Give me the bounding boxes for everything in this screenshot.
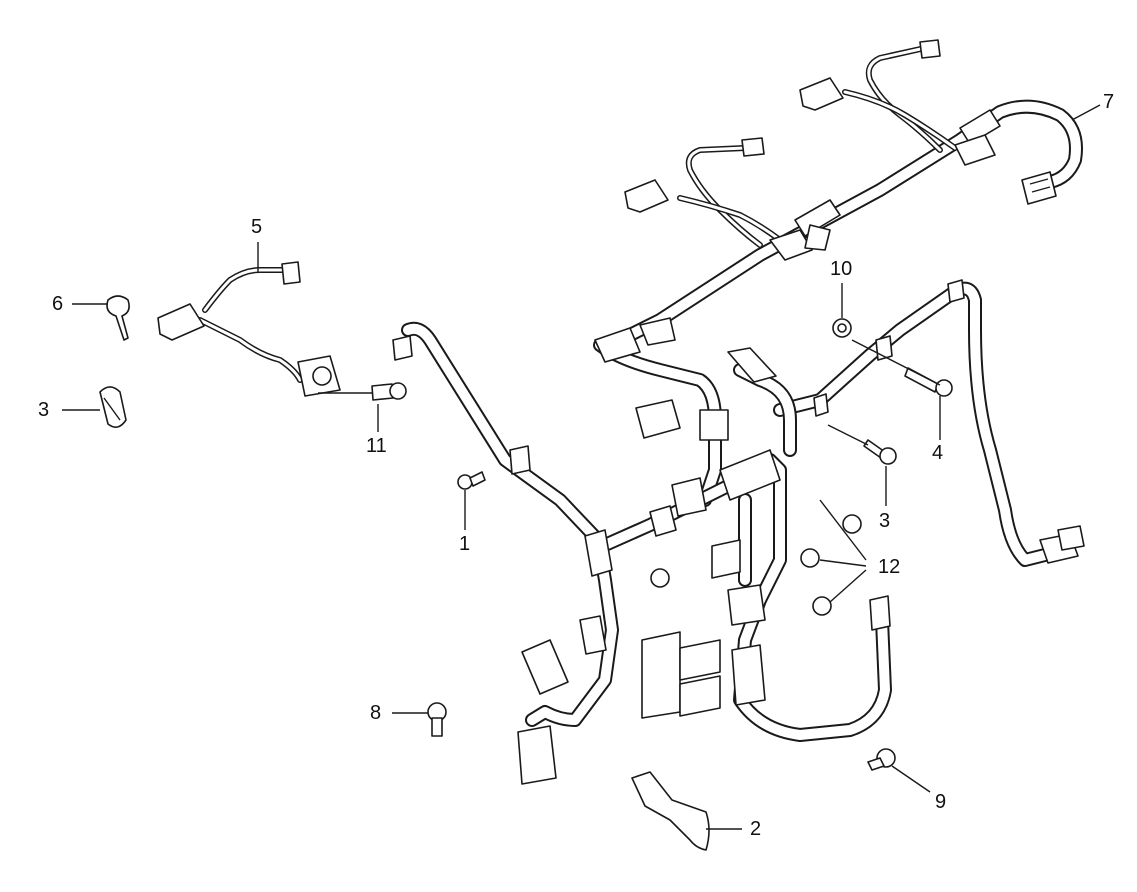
callout-3-right: 3: [879, 510, 891, 532]
hardware-parts: [99, 295, 953, 851]
callout-4: 4: [932, 442, 944, 464]
callout-7: 7: [1103, 91, 1115, 113]
part-6-tie-strap: [106, 295, 130, 341]
part-5-sub-harness: [157, 261, 341, 397]
callout-1: 1: [459, 533, 471, 555]
part-12-nut-b: [800, 548, 820, 568]
part-12-nut-a: [842, 514, 862, 534]
callout-3-left: 3: [38, 399, 50, 421]
callout-12: 12: [878, 556, 901, 578]
connector-7: [1021, 171, 1057, 205]
callout-10: 10: [830, 258, 853, 280]
right-harness-branch: [773, 279, 1085, 567]
nut-lower-center: [650, 568, 670, 588]
part-4-bolt: [904, 367, 939, 393]
callout-5: 5: [251, 216, 263, 238]
part-3-clamp-left: [99, 386, 127, 428]
callout-6: 6: [52, 293, 64, 315]
part-1-bolt: [457, 474, 473, 490]
injector-branches: [624, 39, 996, 346]
callout-9: 9: [935, 791, 947, 813]
main-harness-trunk: [593, 99, 1083, 507]
callout-11: 11: [366, 435, 387, 457]
callout-2: 2: [750, 818, 762, 840]
leader-lines: [62, 104, 1101, 830]
part-12-nut-c: [812, 596, 832, 616]
left-harness-branch: [392, 321, 619, 785]
center-harness-junction: [598, 347, 892, 742]
part-2-bracket: [631, 771, 710, 851]
callout-8: 8: [370, 702, 382, 724]
